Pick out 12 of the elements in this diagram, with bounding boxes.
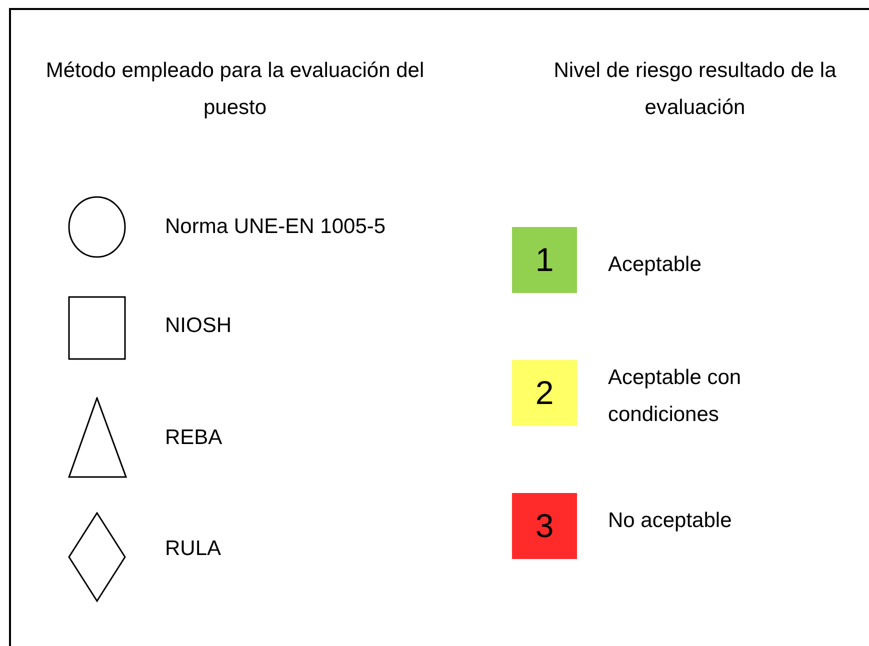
level-number: 2 <box>534 373 555 413</box>
legend-label: Aceptable <box>608 252 702 278</box>
legend-label: Aceptable con condiciones <box>608 365 742 428</box>
level-number: 3 <box>534 506 555 546</box>
column-heading: Método empleado para la evaluación del puesto <box>44 58 426 121</box>
legend-label: NIOSH <box>165 313 233 339</box>
legend-label: RULA <box>165 536 222 562</box>
column-heading: Nivel de riesgo resultado de la evaluación <box>552 58 838 121</box>
level-number: 1 <box>534 240 555 280</box>
legend-label: Norma UNE-EN 1005-5 <box>165 214 387 240</box>
legend-label: No aceptable <box>608 508 733 534</box>
legend-label: REBA <box>165 425 224 451</box>
